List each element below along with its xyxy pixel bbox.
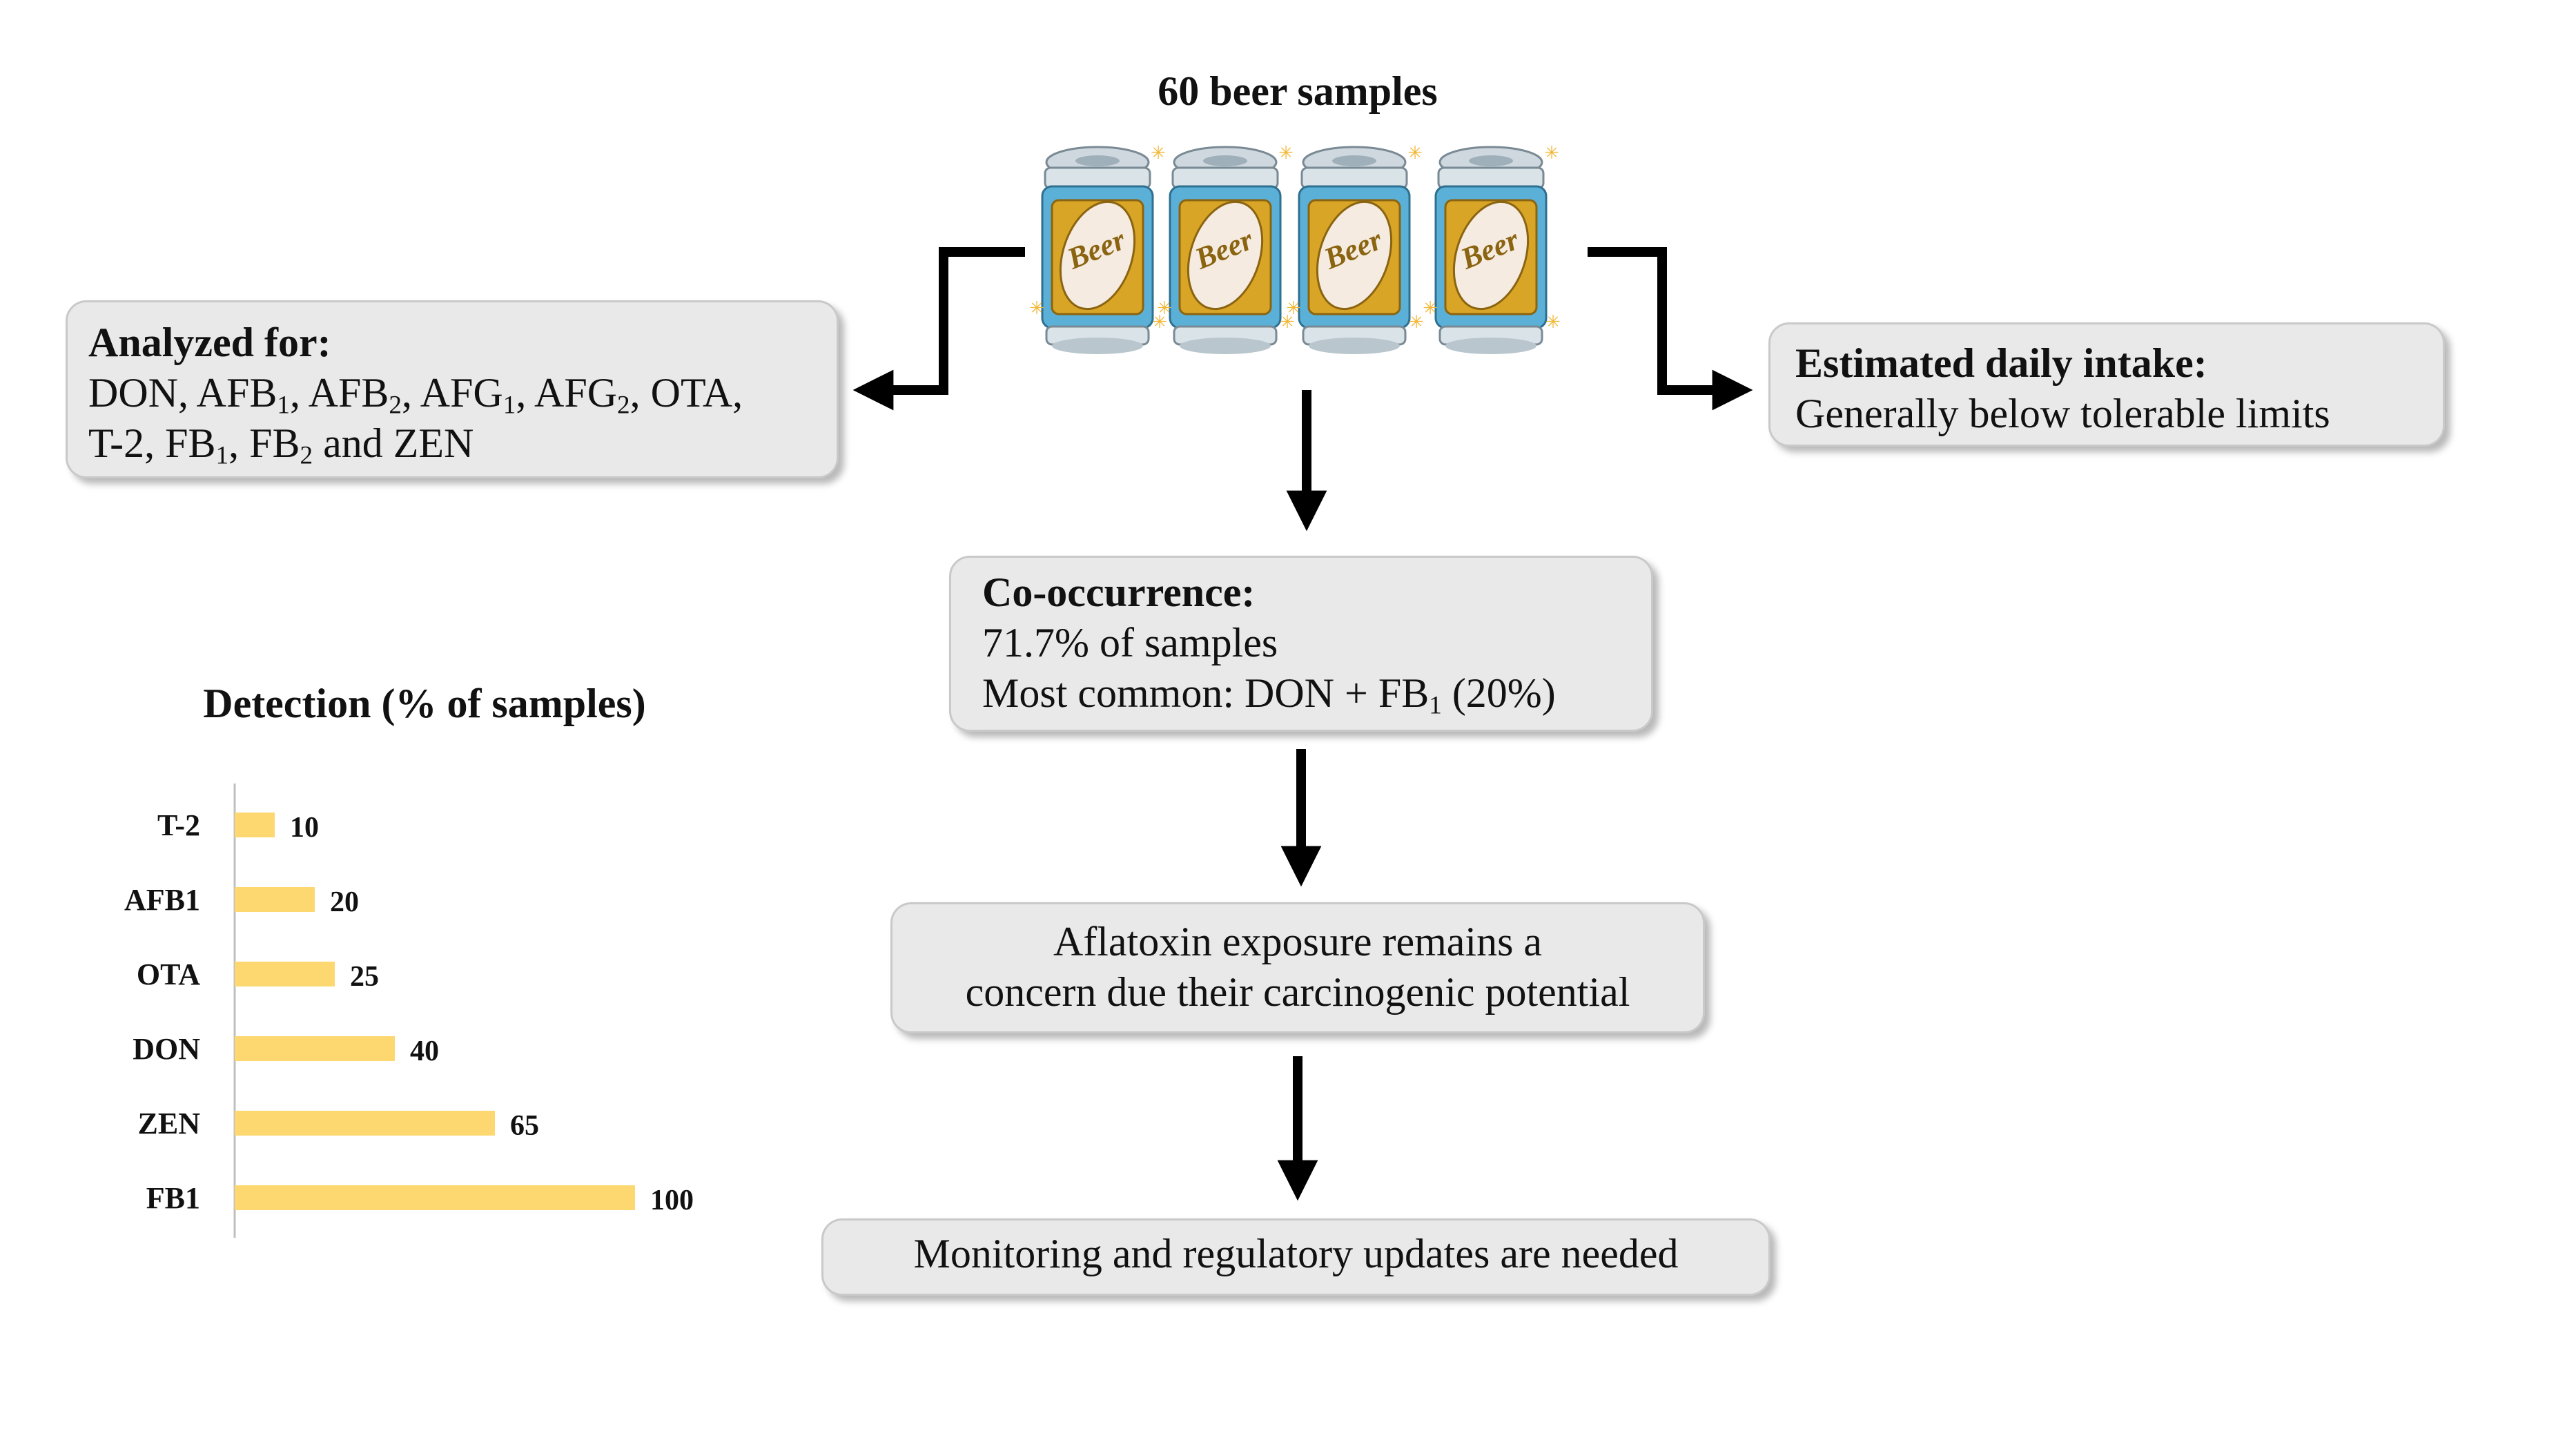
analyzed-box: Analyzed for: DON, AFB1, AFB2, AFG1, AFG… xyxy=(66,300,839,478)
chart-value-label: 20 xyxy=(330,886,359,918)
cooccurrence-line-2: Most common: DON + FB1 (20%) xyxy=(982,670,1556,720)
chart-value-label: 65 xyxy=(510,1110,539,1142)
chart-category-label: FB1 xyxy=(146,1181,200,1215)
arrow-to-intake xyxy=(1588,247,1753,411)
intake-text: Generally below tolerable limits xyxy=(1795,391,2330,437)
analyzed-heading: Analyzed for: xyxy=(88,320,331,365)
sparkle-icon: ✳ xyxy=(1151,143,1166,164)
chart-category-label: DON xyxy=(133,1032,200,1066)
monitoring-box: Monitoring and regulatory updates are ne… xyxy=(821,1218,1770,1296)
chart-value-label: 25 xyxy=(350,961,379,993)
sparkle-icon: ✳ xyxy=(1409,312,1424,333)
beer-can-icon: Beer✳✳✳ xyxy=(1029,143,1167,354)
sparkle-icon: ✳ xyxy=(1157,298,1172,319)
sparkle-icon: ✳ xyxy=(1423,298,1438,319)
sparkle-icon: ✳ xyxy=(1029,298,1044,319)
chart-category-label: AFB1 xyxy=(124,883,200,917)
chart-bar xyxy=(235,1036,395,1061)
chart-category-label: OTA xyxy=(137,957,200,991)
chart-title: Detection (% of samples) xyxy=(203,681,646,726)
cooccurrence-line-1: 71.7% of samples xyxy=(982,620,1278,666)
analyzed-line-2: T-2, FB1, FB2 and ZEN xyxy=(88,420,474,470)
beer-can-icon: Beer✳✳✳ xyxy=(1157,143,1295,354)
chart-category-label: T-2 xyxy=(157,808,200,842)
sparkle-icon: ✳ xyxy=(1407,143,1423,164)
chart-value-label: 40 xyxy=(410,1035,439,1067)
chart-category-label: ZEN xyxy=(138,1107,201,1140)
intake-box: Estimated daily intake: Generally below … xyxy=(1768,322,2445,447)
sparkle-icon: ✳ xyxy=(1544,143,1559,164)
beer-can-icon: Beer✳✳✳ xyxy=(1286,143,1424,354)
beer-cans: Beer✳✳✳Beer✳✳✳Beer✳✳✳Beer✳✳✳ xyxy=(1029,143,1561,354)
sparkle-icon: ✳ xyxy=(1545,312,1561,333)
sparkle-icon: ✳ xyxy=(1286,298,1301,319)
aflatoxin-line-1: Aflatoxin exposure remains a xyxy=(1053,919,1543,964)
sparkle-icon: ✳ xyxy=(1280,312,1295,333)
arrow-to-analyzed xyxy=(852,247,1025,411)
analyzed-line-1: DON, AFB1, AFB2, AFG1, AFG2, OTA, xyxy=(88,370,743,420)
chart-bar xyxy=(235,1111,495,1136)
chart-bar xyxy=(235,813,275,837)
chart-bar xyxy=(235,1185,635,1210)
cooccurrence-heading: Co-occurrence: xyxy=(982,570,1256,615)
monitoring-text: Monitoring and regulatory updates are ne… xyxy=(913,1231,1679,1276)
diagram-title: 60 beer samples xyxy=(1158,68,1438,114)
chart-bar xyxy=(235,962,335,986)
beer-can-icon: Beer✳✳✳ xyxy=(1423,143,1561,354)
intake-heading: Estimated daily intake: xyxy=(1795,340,2207,386)
chart-value-label: 10 xyxy=(290,812,319,844)
cooccurrence-box: Co-occurrence: 71.7% of samples Most com… xyxy=(949,556,1653,732)
chart-bar xyxy=(235,887,315,912)
aflatoxin-line-2: concern due their carcinogenic potential xyxy=(965,969,1630,1015)
sparkle-icon: ✳ xyxy=(1152,312,1167,333)
chart-value-label: 100 xyxy=(650,1185,694,1216)
sparkle-icon: ✳ xyxy=(1278,143,1294,164)
aflatoxin-box: Aflatoxin exposure remains a concern due… xyxy=(890,902,1705,1033)
